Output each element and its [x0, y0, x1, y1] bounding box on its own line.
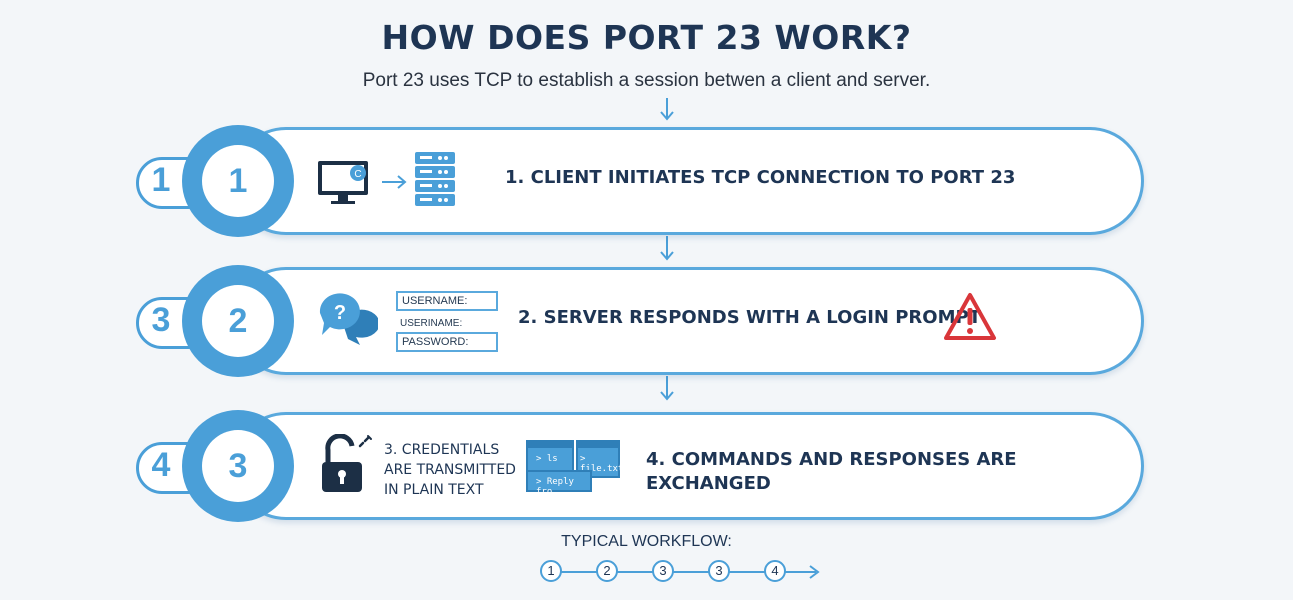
step-2: 3 2 ? USERNAME: USERINAME: PASSWORD: 2. …: [0, 265, 1293, 379]
step-bar: [232, 267, 1144, 375]
username-plain-label: USERINAME:: [400, 318, 463, 329]
side-number: 3: [151, 301, 171, 339]
credentials-line: IN PLAIN TEXT: [384, 482, 484, 498]
side-number: 4: [151, 446, 171, 484]
terminal-output: > file.txt: [580, 454, 624, 474]
arrow-right-icon: [382, 175, 407, 189]
computer-badge: C: [354, 169, 361, 180]
step-3: 4 3 3. CREDENTIALS ARE TRANSMITTED IN PL…: [0, 410, 1293, 524]
page-title: HOW DOES PORT 23 WORK?: [381, 18, 912, 57]
credentials-text: 3. CREDENTIALS ARE TRANSMITTED IN PLAIN …: [384, 440, 524, 500]
workflow-node: 1: [540, 560, 562, 582]
step-text-line: EXCHANGED: [646, 473, 771, 494]
computer-icon: C: [318, 161, 368, 204]
workflow-node: 3: [708, 560, 730, 582]
credentials-line: ARE TRANSMITTED: [384, 462, 516, 478]
step-number: 2: [228, 302, 248, 340]
unlocked-padlock-icon: [322, 434, 362, 492]
step-number: 1: [228, 162, 248, 200]
workflow-label: TYPICAL WORKFLOW:: [561, 533, 732, 550]
password-field[interactable]: PASSWORD:: [396, 332, 498, 352]
workflow-end-arrow-icon: [809, 565, 820, 579]
step-text: 2. SERVER RESPONDS WITH A LOGIN PROMPT: [518, 307, 981, 328]
credentials-line: 3. CREDENTIALS: [384, 442, 500, 458]
step-1: 1 1 C 1. CLIENT INITIATES TCP CONNECTION…: [0, 125, 1293, 239]
step-ring-inner: [202, 145, 274, 217]
arrow-down-icon: [660, 236, 674, 261]
svg-text:?: ?: [334, 302, 346, 324]
server-icon: [415, 152, 455, 206]
warning-icon: [944, 293, 996, 340]
broken-link-icon: [358, 435, 372, 448]
terminal-reply: > Reply fro...: [536, 477, 574, 497]
terminal-command: > ls: [536, 454, 558, 464]
step-ring-inner: [202, 430, 274, 502]
step-text: 4. COMMANDS AND RESPONSES ARE EXCHANGED: [646, 448, 1017, 496]
chat-bubbles-question-icon: ?: [319, 293, 378, 345]
arrow-down-icon: [660, 376, 674, 401]
step-bar: [232, 412, 1144, 520]
workflow-node: 2: [596, 560, 618, 582]
step-number: 3: [228, 447, 248, 485]
username-field[interactable]: USERNAME:: [396, 291, 498, 311]
side-number: 1: [151, 161, 171, 199]
page-subtitle: Port 23 uses TCP to establish a session …: [362, 70, 931, 91]
terminal-windows-icon: > ls > file.txt > Reply fro...: [526, 440, 624, 497]
step-ring-inner: [202, 285, 274, 357]
step-text-line: 4. COMMANDS AND RESPONSES ARE: [646, 449, 1017, 470]
step-text: 1. CLIENT INITIATES TCP CONNECTION TO PO…: [505, 167, 1016, 188]
workflow-node: 3: [652, 560, 674, 582]
terminal-window-bottom: > Reply fro...: [526, 470, 592, 497]
arrow-down-icon: [660, 98, 674, 121]
workflow-node: 4: [764, 560, 786, 582]
